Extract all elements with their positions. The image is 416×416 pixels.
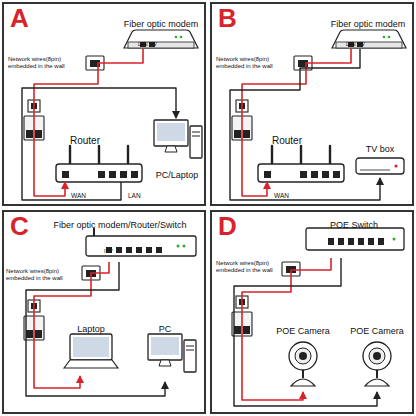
network-cable xyxy=(22,88,176,200)
panel-letter: C xyxy=(10,212,29,242)
annotation-label: Network wires(8pin) embedded in the wall xyxy=(216,56,290,70)
device-node: POE Camera xyxy=(346,320,409,392)
annotation-label: Network wires(8pin) embedded in the wall xyxy=(6,268,78,282)
device-label: LAN ITV xyxy=(346,42,365,48)
device-label: Router xyxy=(70,135,100,147)
network-cable xyxy=(230,49,380,200)
device-label: LAN ITV xyxy=(138,42,157,48)
annotation-label: Network wires(8pin) embedded in the wall xyxy=(8,56,84,70)
device-node: POE Camera xyxy=(272,320,335,392)
pc-icon xyxy=(148,334,196,372)
device-label: TV box xyxy=(366,144,395,154)
panel-frame: A Fiber optic modemLAN ITV RouterPC/Laptop xyxy=(2,2,206,206)
tv-box-icon xyxy=(356,158,404,174)
annotation-label: LAN xyxy=(128,192,141,199)
device-label: POE Camera xyxy=(350,326,404,336)
panel-frame: D POE SwitchPOE Camera POE Camera xyxy=(210,210,414,414)
device-label: Laptop xyxy=(77,324,105,334)
annotation-label: Network wires(8pin) embedded in the wall xyxy=(216,260,280,274)
device-node: Laptop xyxy=(58,318,125,376)
network-cable xyxy=(242,49,351,196)
panel-frame: C Fiber optic modem/Router/SwitchITV Lapto… xyxy=(2,210,206,414)
device-label: PC xyxy=(159,324,172,334)
device-label: PC/Laptop xyxy=(156,170,199,180)
device-label: Router xyxy=(272,135,302,147)
device-node: POE Switch xyxy=(300,214,409,258)
device-label: Fiber optic modem xyxy=(124,19,199,29)
laptop-icon xyxy=(64,334,118,368)
device-node: Router xyxy=(56,130,150,182)
device-node: Fiber optic modemLAN ITV xyxy=(118,13,205,49)
device-node: Fiber optic modemLAN ITV xyxy=(326,13,411,49)
device-label: ITV xyxy=(104,248,113,254)
device-label: POE Camera xyxy=(276,326,330,336)
switch-icon xyxy=(306,228,404,250)
modem-icon xyxy=(332,30,406,48)
camera-icon xyxy=(289,342,317,386)
network-cable xyxy=(34,49,143,196)
router-icon xyxy=(56,146,142,182)
modem-icon xyxy=(124,30,198,48)
annotation-label: WAN xyxy=(274,192,289,199)
router-icon xyxy=(258,146,344,182)
modem-router-icon xyxy=(86,228,196,256)
panel-letter: B xyxy=(218,4,237,34)
annotation-label: WAN xyxy=(71,192,86,199)
network-cable xyxy=(242,258,331,400)
network-cable xyxy=(26,262,165,396)
panel-frame: B Fiber optic modemLAN ITV Router TV box xyxy=(210,2,414,206)
panel-letter: D xyxy=(218,212,237,242)
device-label: POE Switch xyxy=(330,220,378,230)
pc-icon xyxy=(154,120,202,158)
device-node: Router xyxy=(258,130,344,182)
device-node: PC xyxy=(140,318,204,382)
device-node: TV box xyxy=(352,138,409,178)
camera-icon xyxy=(363,342,391,386)
device-label: Fiber optic modem/Router/Switch xyxy=(53,220,186,230)
device-node: PC/Laptop xyxy=(150,118,205,180)
device-node: Fiber optic modem/Router/SwitchITV xyxy=(40,214,201,262)
device-label: Fiber optic modem xyxy=(331,19,406,29)
panel-letter: A xyxy=(10,4,29,34)
